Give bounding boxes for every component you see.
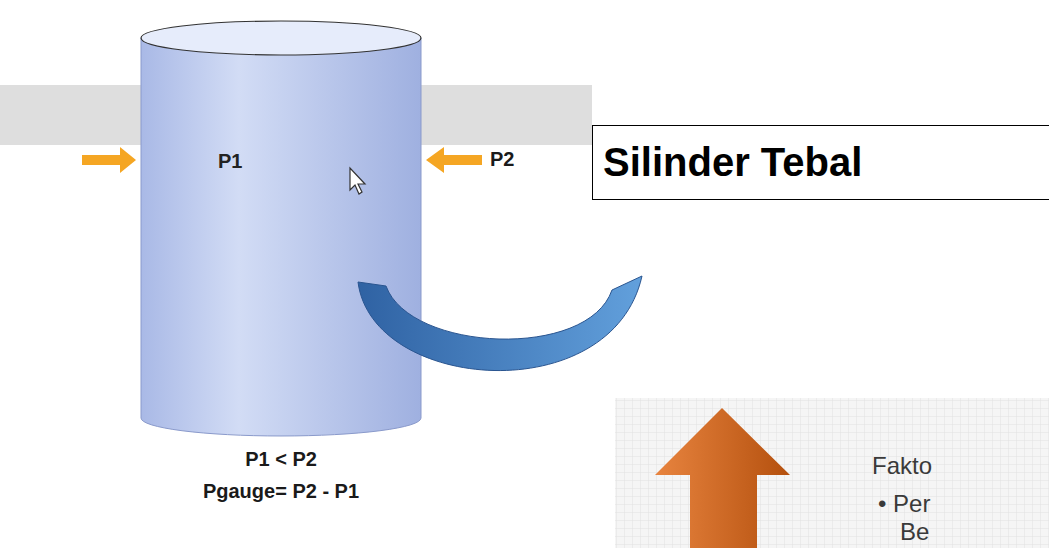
cylinder-shape	[140, 20, 422, 438]
cylinder: P1	[140, 20, 422, 438]
title-box: Silinder Tebal	[592, 125, 1049, 200]
bullet-text: • Per	[878, 490, 930, 518]
screenshot-panel	[615, 398, 1049, 548]
condition-text: P1 < P2	[245, 448, 317, 471]
pressure-arrow	[426, 147, 482, 173]
up-arrow	[655, 408, 790, 548]
slide-text: Fakto	[872, 452, 932, 480]
pressure-arrow	[82, 147, 136, 173]
cursor-icon	[350, 168, 365, 194]
box-title: Silinder Tebal	[593, 126, 874, 199]
pressure-label: P2	[490, 148, 514, 171]
pressure-label: P1	[218, 150, 242, 173]
formula-text: Pgauge= P2 - P1	[203, 480, 359, 503]
curved-arrow	[358, 276, 642, 371]
slide-text: Be	[900, 518, 929, 546]
